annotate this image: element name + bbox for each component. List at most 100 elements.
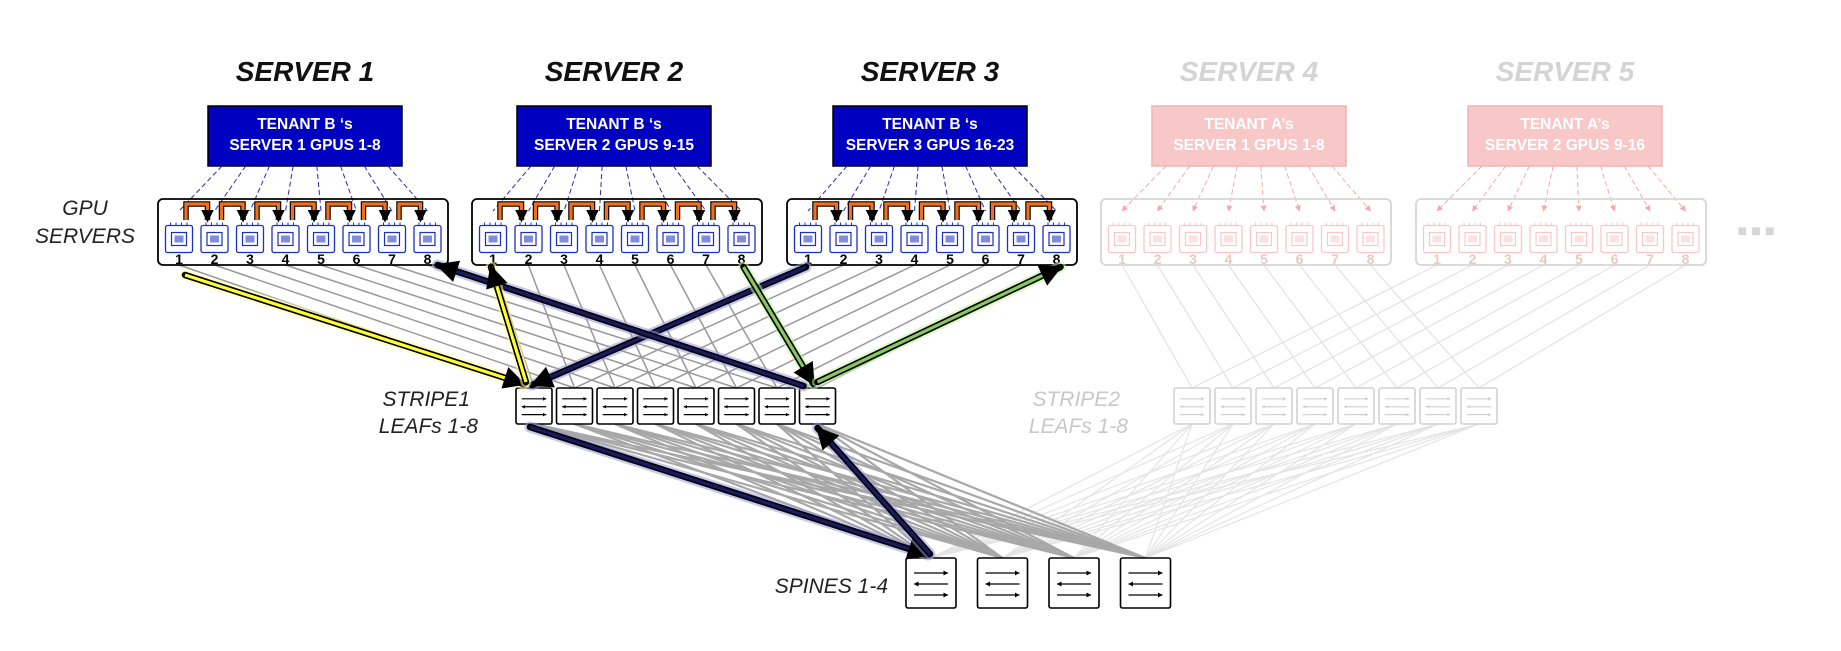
switch-arrows-icon (521, 397, 547, 417)
gpu-core (1220, 231, 1237, 247)
stripe2-gpu-leaf-link (1228, 264, 1316, 389)
gpu-core (312, 231, 330, 247)
arrow-head (764, 404, 768, 409)
tenant-gpu-range: SERVER 2 GPUS 9-16 (1485, 137, 1645, 154)
gpu-number: 2 (1469, 251, 1477, 267)
leaf-spine-link (695, 422, 1075, 560)
gpu-leaf-link (563, 264, 616, 389)
gpu-core-fill (1295, 235, 1304, 243)
gpu-core (1326, 231, 1344, 247)
stripe2-gpu-leaf-link (1437, 264, 1651, 389)
server-title: SERVER 4 (1180, 56, 1319, 87)
gpu-core-fill (839, 235, 848, 243)
green-path-leaf8-s3g8 (812, 261, 1066, 388)
gpu: 6 (1285, 222, 1314, 267)
gpu-chip-icon (793, 222, 823, 254)
switch-arrows-icon (724, 397, 749, 417)
nvlink-connection (255, 202, 285, 223)
nvlink-connection (604, 202, 635, 223)
arrow-head (1015, 592, 1020, 598)
gpu-core-fill (1330, 235, 1340, 243)
gpu: 3 (1178, 222, 1208, 267)
gpu-core-fill (316, 235, 326, 243)
tenant-gpu-assignment (1541, 165, 1554, 212)
arrow-head (705, 412, 709, 417)
gpu-chip-icon (1143, 222, 1172, 254)
arrow-head (1488, 397, 1492, 401)
stripe2-gpu-leaf-link (1156, 264, 1234, 389)
gpu-chip-icon (1178, 222, 1208, 254)
gpu-number: 2 (840, 251, 848, 267)
tenant-gpu-assignment (1192, 165, 1214, 212)
gpu-core (1464, 231, 1481, 247)
stripe2-leaf-switch (1296, 387, 1334, 425)
gpu: 7 (691, 222, 721, 267)
gpu-chip-icon (971, 222, 1000, 254)
tenant-label: TENANT A’s (1204, 116, 1293, 133)
arrow-head (1158, 592, 1163, 598)
tenant-gpu-assignment (1121, 165, 1167, 212)
gpu-number: 3 (1189, 251, 1197, 267)
stripe2-leaf-spine-link (1073, 423, 1275, 559)
leaf-spine-link (695, 422, 1003, 560)
gpu-number: 5 (317, 251, 325, 267)
leaf-spine-link (574, 422, 1075, 560)
tenant-gpu-assignment (1157, 165, 1191, 212)
leaf-spine-link (574, 422, 1003, 560)
gpu: 3 (549, 222, 579, 267)
gpu-chip-icon (620, 222, 650, 254)
tenant-gpu-assignment (1600, 165, 1616, 212)
gpu-chip-icon (1285, 222, 1314, 254)
green-path-s2g8-leaf8 (738, 261, 819, 390)
gpu-chip-icon (377, 222, 407, 254)
gpu-number: 3 (560, 251, 568, 267)
arrow-head (664, 397, 668, 401)
gpu-core (1362, 231, 1379, 247)
gpu-core-fill (245, 235, 255, 243)
gpu-core (591, 231, 608, 247)
switch-body (1119, 557, 1172, 609)
gpu-chip-icon (900, 222, 929, 254)
gpu-number: 6 (1296, 251, 1304, 267)
gpu-core (383, 231, 401, 247)
gpu-core (662, 231, 679, 247)
stripe2-leaf-spine-link (930, 423, 1193, 559)
gpu-number: 8 (424, 251, 432, 267)
path-line (816, 426, 932, 556)
navy-path-spine1-leaf8 (812, 422, 936, 560)
gpu-number: 4 (596, 251, 604, 267)
nvlink-outline (218, 201, 246, 220)
gpu-number: 1 (1118, 251, 1126, 267)
gpu-leaf-link (695, 264, 951, 389)
switch-body (758, 387, 796, 425)
stripe2-gpu-leaf-link (1263, 264, 1357, 389)
gpu-number: 1 (804, 251, 812, 267)
switch-arrows-icon (1425, 397, 1451, 417)
tenant-gpu-assignment (649, 165, 671, 212)
gpu-core (170, 231, 188, 247)
nvlink-connection (711, 202, 741, 223)
gpu-core (484, 231, 502, 247)
tenant-gpu-range: SERVER 3 GPUS 16-23 (846, 137, 1015, 154)
tenant-gpu-assignment (1284, 165, 1301, 212)
stripe2-leaf-spine-link (1073, 423, 1234, 559)
tenant-box (1151, 105, 1347, 167)
gpu-chip-icon (864, 222, 894, 254)
nvlink-outline (360, 201, 388, 220)
gpu-chip-icon (164, 222, 194, 254)
gpu-number: 4 (282, 251, 290, 267)
stripe1-leaf-switch (636, 387, 675, 425)
tenant-gpu-assignment (1331, 165, 1371, 212)
switch-arrows-icon (683, 397, 709, 417)
gpu: 3 (1493, 222, 1523, 267)
arrow-head (1406, 412, 1410, 417)
stripe2-leaf-switch (1419, 387, 1457, 425)
gpu-chip-icon (1529, 222, 1558, 254)
nvlink-connection (397, 202, 427, 223)
switch-arrows-icon (914, 570, 948, 598)
arrow-head (1365, 412, 1369, 417)
nvlink-connection (498, 202, 528, 223)
nvlink-outline (183, 201, 211, 220)
gpu-core-fill (1016, 235, 1026, 243)
